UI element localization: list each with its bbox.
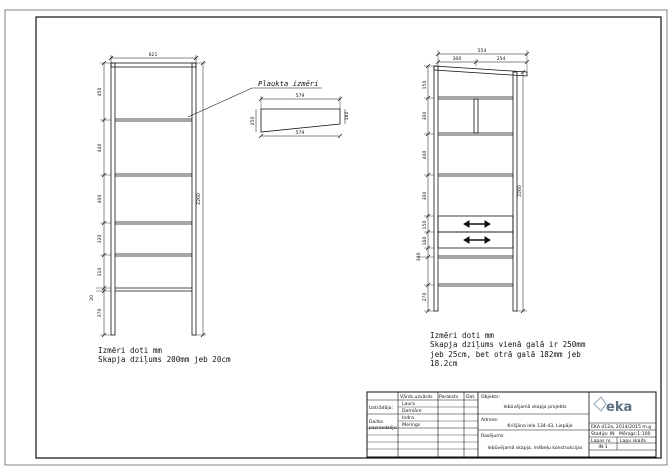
title-block-row-darbs: Darba — [369, 419, 383, 425]
right-unit-height-label: 2260 — [517, 185, 523, 197]
shelf-detail-top-label: 579 — [296, 93, 305, 99]
right-unit-gap-label: 150 — [422, 81, 428, 90]
title-block-lapu-skaits: Lapu skaits — [620, 438, 647, 444]
title-block-lapas-nr: Lapas nr. — [591, 438, 612, 444]
right-shelving-unit — [418, 50, 530, 314]
left-note-line: Izmēri doti mm — [98, 346, 163, 355]
right-unit-gap-label: 300 — [422, 112, 428, 121]
right-unit-gap-label: 300 — [416, 253, 422, 262]
left-unit-gap-label: 20 — [89, 295, 95, 301]
drawer-handles — [463, 220, 491, 244]
left-shelving-unit — [96, 55, 206, 338]
title-block-stadija: Stadija: IN — [591, 431, 615, 437]
title-block-adrese-label: Adrese: — [481, 417, 499, 423]
title-block-col-date: Dat. — [466, 394, 476, 400]
title-block-row-izstradaja: Izstrādāja: — [369, 405, 393, 411]
right-note-line: jeb 25cm, bet otrā galā 182mm jeb — [430, 349, 581, 359]
left-unit-gap-label: 310 — [97, 268, 103, 277]
title-block — [366, 391, 657, 458]
right-note-line: Izmēri doti mm — [430, 331, 495, 340]
right-unit-gap-label: 150 — [422, 221, 428, 230]
left-unit-gap-label: 440 — [97, 144, 103, 153]
left-notes: Izmēri doti mm Skapja dziļums 200mm jeb … — [98, 346, 231, 365]
left-unit-gap-label: 370 — [97, 309, 103, 318]
shelf-detail-leader — [187, 87, 322, 118]
title-block-col-name: Vārds,uzvārds — [400, 394, 433, 400]
title-block-izstradaja-name2: Damiāre — [402, 408, 422, 414]
title-block-pasniedzejs-name1: Indra — [402, 415, 414, 421]
title-block-rasejums-value: Iebūvējamā skapja, mēbeļu konstrukcijas — [488, 445, 584, 451]
title-block-objekts-value: Iebūvējamā skapja projekts — [503, 404, 567, 410]
left-unit-height-label: 2260 — [196, 193, 202, 205]
eka-logo-text: eka — [606, 400, 632, 415]
shelf-detail-label: Plaukta izmēri — [258, 79, 319, 88]
title-block-rasejums-label: Rasējums: — [481, 433, 505, 439]
right-unit-gap-label: 270 — [422, 293, 428, 302]
title-block-pasniedzejs-name2: Merings — [402, 422, 421, 428]
title-block-izstradaja-name1: Laura — [402, 401, 415, 407]
right-unit-right-part-label: 254 — [497, 56, 506, 62]
right-unit-left-part-label: 300 — [453, 56, 462, 62]
right-unit-gap-label: 300 — [422, 192, 428, 201]
eka-logo: eka — [593, 396, 632, 415]
right-unit-gap-label: 400 — [422, 151, 428, 160]
left-note-line: Skapja dziļums 200mm jeb 20cm — [98, 355, 231, 365]
title-block-group: EKA d12a, 2014/2015 m.g — [591, 424, 651, 430]
left-unit-gap-label: 450 — [97, 88, 103, 97]
shelf-detail-drawing — [255, 96, 346, 139]
sheet-inner-frame — [35, 16, 662, 459]
right-note-line: Skapja dziļums vienā galā ir 250mm — [430, 340, 586, 350]
left-unit-width-label: 621 — [149, 52, 158, 58]
title-block-lapa: IN-1 — [598, 444, 607, 450]
right-note-line: 18.2cm — [430, 359, 458, 369]
shelf-detail-right-label: 182 — [344, 112, 350, 121]
right-notes: Izmēri doti mm Skapja dziļums vienā galā… — [430, 331, 585, 369]
right-unit-width-label: 554 — [478, 48, 487, 54]
title-block-adrese-value: Krišjāņa iela 134-43, Liepāja — [507, 422, 572, 429]
left-unit-gap-label: 320 — [97, 235, 103, 244]
left-unit-gap-label: 400 — [97, 195, 103, 204]
title-block-row-pasniedzejs: pasniedzējs: — [369, 425, 398, 431]
right-unit-gap-label: 160 — [422, 237, 428, 246]
shelf-detail-left-label: 250 — [250, 117, 256, 126]
sheet-outer-border — [4, 9, 668, 466]
title-block-objekts-label: Objekts: — [481, 394, 500, 400]
title-block-merogs: Mērogs:1:100 — [619, 431, 651, 437]
title-block-col-signature: Paraksts — [439, 394, 459, 400]
shelf-detail-bottom-label: 579 — [296, 130, 305, 136]
